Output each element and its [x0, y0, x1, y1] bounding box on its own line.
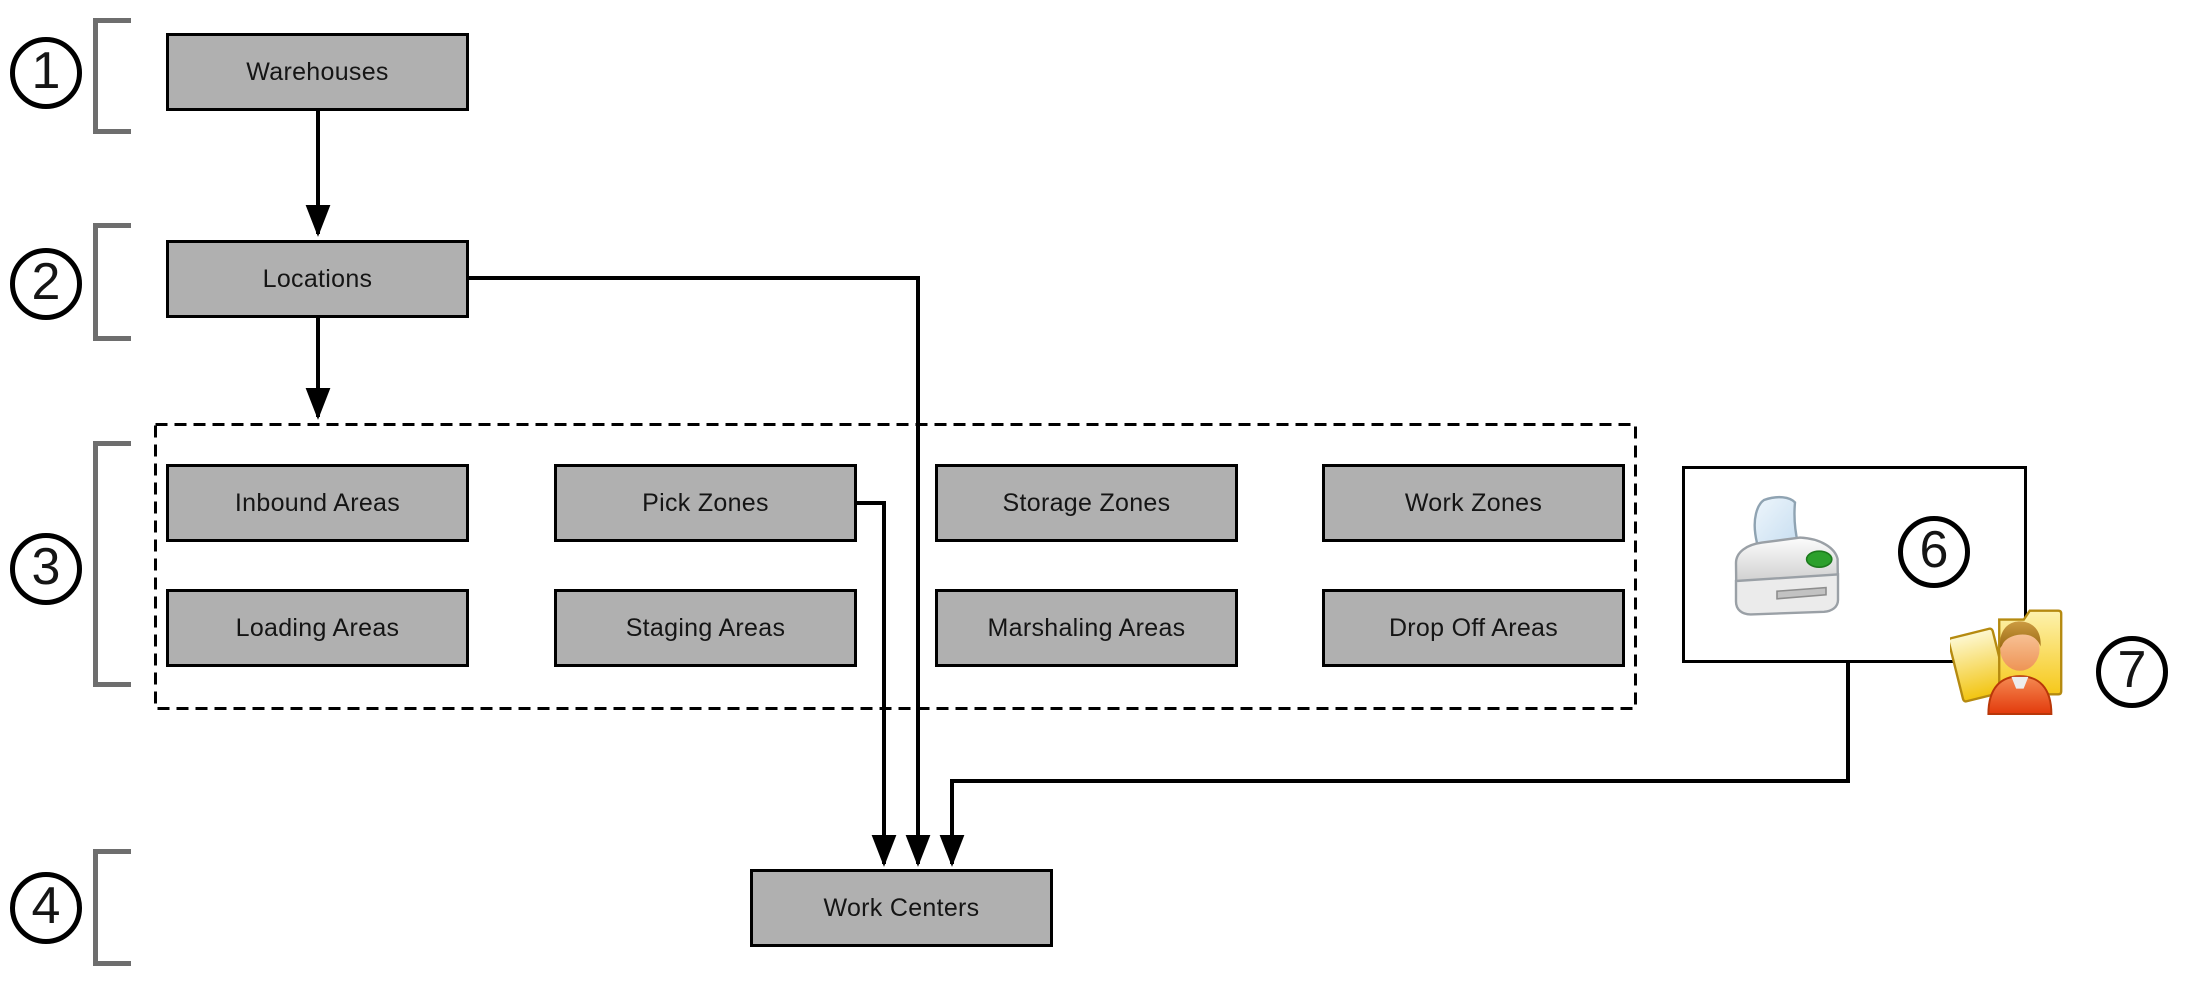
- badge-4-number: 4: [31, 877, 61, 935]
- zone-storage-zones-label: Storage Zones: [1002, 488, 1171, 517]
- badge-6-number: 6: [1919, 521, 1949, 579]
- bracket-group-4: [93, 849, 131, 966]
- badge-2: 2: [10, 248, 82, 320]
- zone-inbound-areas-label: Inbound Areas: [234, 488, 401, 517]
- node-work-centers: Work Centers: [750, 869, 1053, 947]
- node-locations-label: Locations: [262, 264, 373, 293]
- badge-2-number: 2: [31, 253, 61, 311]
- bracket-group-1: [93, 18, 131, 134]
- arrow-pick-zones-to-work-centers: [857, 501, 897, 867]
- person-head: [2000, 627, 2040, 671]
- arrow-printer-to-work-centers: [939, 663, 1850, 867]
- zone-loading-areas-label: Loading Areas: [235, 613, 400, 642]
- printer-icon: [1734, 495, 1840, 616]
- zone-loading-areas: Loading Areas: [166, 589, 469, 667]
- badge-6: 6: [1898, 516, 1970, 588]
- node-warehouses: Warehouses: [166, 33, 469, 111]
- badge-7-number: 7: [2117, 641, 2147, 699]
- arrow-locations-to-work-centers: [466, 276, 931, 867]
- node-locations: Locations: [166, 240, 469, 318]
- zone-storage-zones: Storage Zones: [935, 464, 1238, 542]
- zone-pick-zones-label: Pick Zones: [642, 488, 769, 517]
- zone-staging-areas-label: Staging Areas: [625, 613, 786, 642]
- badge-3-number: 3: [31, 538, 61, 596]
- zone-marshaling-areas: Marshaling Areas: [935, 589, 1238, 667]
- zone-drop-off-areas-label: Drop Off Areas: [1388, 613, 1559, 642]
- zone-staging-areas: Staging Areas: [554, 589, 857, 667]
- zone-drop-off-areas: Drop Off Areas: [1322, 589, 1625, 667]
- badge-1-number: 1: [31, 42, 61, 100]
- node-warehouses-label: Warehouses: [246, 57, 389, 86]
- zone-marshaling-areas-label: Marshaling Areas: [987, 613, 1186, 642]
- zones-dashed-container: [154, 423, 1637, 710]
- bracket-group-2: [93, 223, 131, 341]
- zone-work-zones-label: Work Zones: [1404, 488, 1543, 517]
- bracket-group-3: [93, 441, 131, 687]
- person-hair: [1999, 621, 2041, 649]
- person-collar: [2011, 676, 2029, 689]
- zone-pick-zones: Pick Zones: [554, 464, 857, 542]
- zone-inbound-areas: Inbound Areas: [166, 464, 469, 542]
- node-work-centers-label: Work Centers: [823, 893, 980, 922]
- badge-7: 7: [2096, 636, 2168, 708]
- badge-4: 4: [10, 872, 82, 944]
- badge-1: 1: [10, 37, 82, 109]
- zone-work-zones: Work Zones: [1322, 464, 1625, 542]
- person-body: [1987, 675, 2053, 715]
- user-folders-icon: [1950, 609, 2063, 715]
- badge-3: 3: [10, 533, 82, 605]
